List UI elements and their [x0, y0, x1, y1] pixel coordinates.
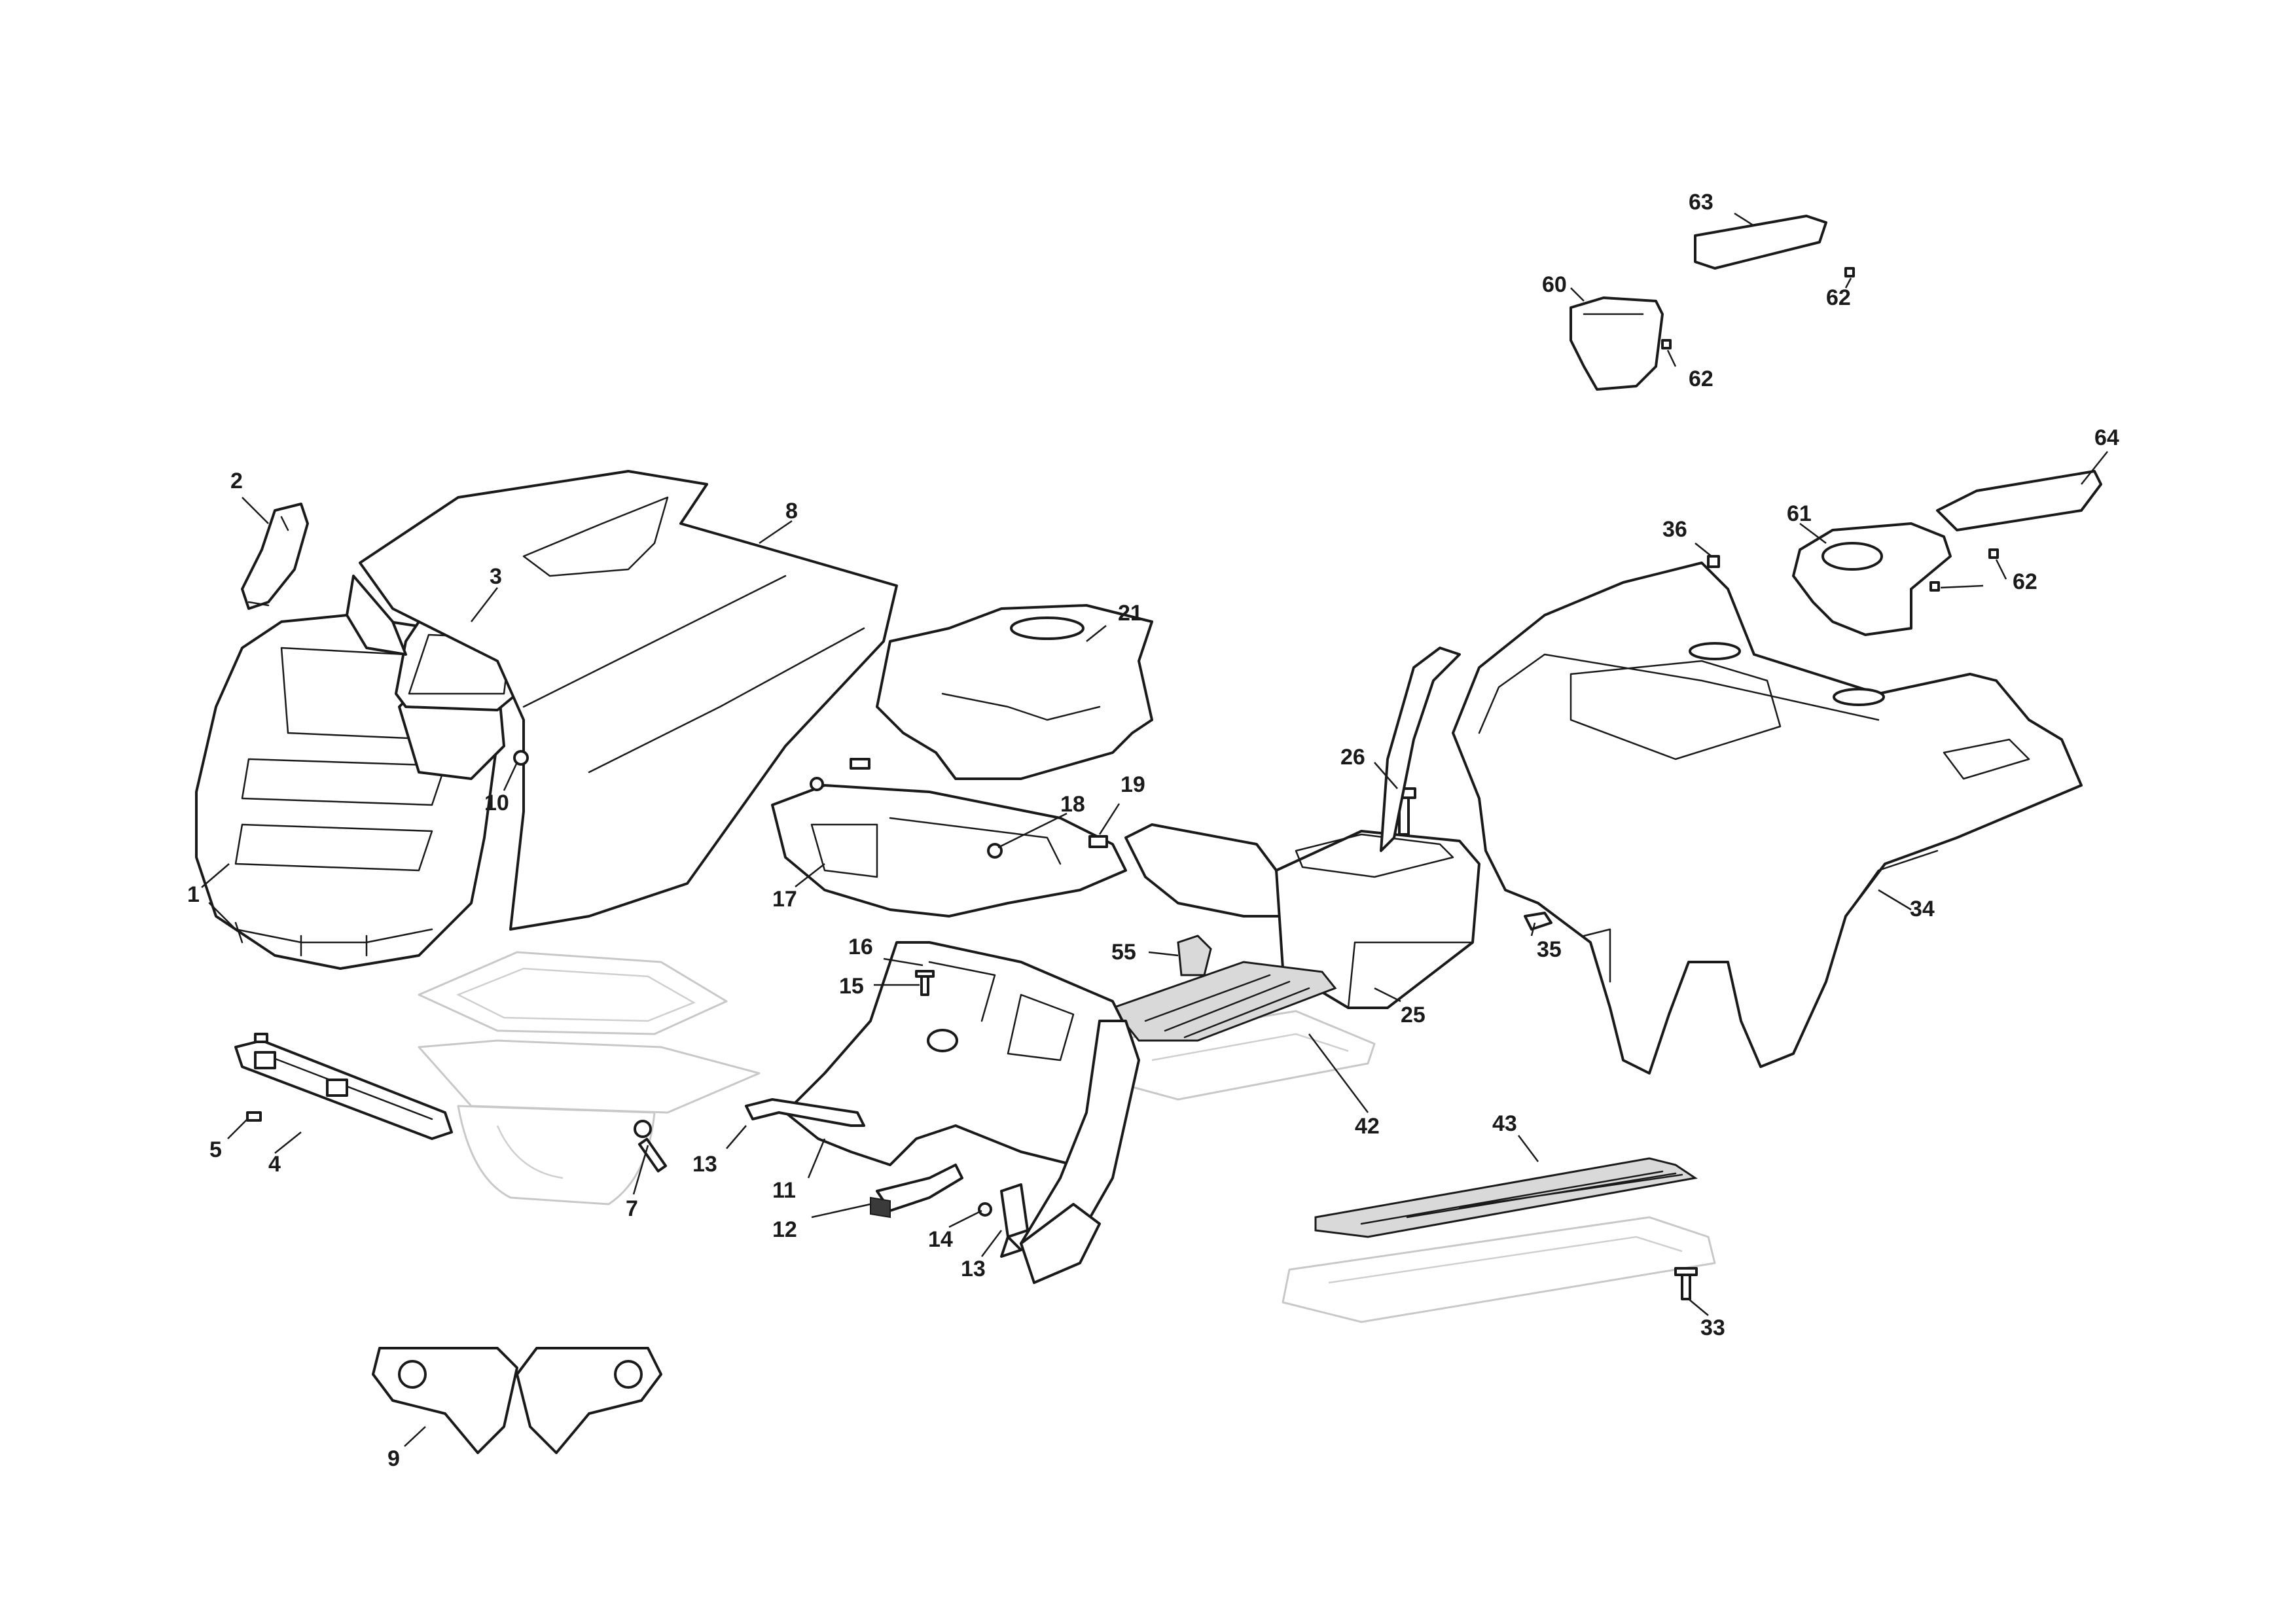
- part-36-screw[interactable]: [1707, 555, 1720, 568]
- callout-19: 19: [1121, 772, 1145, 797]
- part-14-nut[interactable]: [978, 1202, 992, 1217]
- callout-labels: 1 2 3 4 5 7 8 9 10 11 12 13 13 14 15 16 …: [187, 190, 2119, 1471]
- callout-5: 5: [209, 1137, 222, 1162]
- part-21-dash-panel[interactable]: [876, 604, 1153, 780]
- callout-11: 11: [772, 1178, 796, 1203]
- callout-12: 12: [772, 1217, 797, 1242]
- part-4-bumper-bar[interactable]: [234, 1039, 453, 1140]
- ghost-floor-plate: [1282, 1216, 1716, 1323]
- part-60-storage-pocket[interactable]: [1570, 296, 1664, 391]
- part-17-dash-frame[interactable]: [771, 758, 1127, 918]
- callout-43: 43: [1492, 1111, 1517, 1136]
- callout-18: 18: [1060, 792, 1085, 817]
- callout-62c: 62: [2013, 569, 2037, 594]
- part-13-strap[interactable]: [745, 1098, 865, 1127]
- callout-15: 15: [839, 974, 864, 999]
- callout-9: 9: [387, 1446, 400, 1471]
- leader-lines: [201, 212, 2108, 1447]
- callout-2: 2: [230, 469, 243, 493]
- part-7-bolt[interactable]: [634, 1120, 668, 1173]
- part-2-headlight-bracket[interactable]: [241, 503, 309, 610]
- part-10-fastener[interactable]: [513, 750, 529, 766]
- callout-33: 33: [1700, 1315, 1725, 1340]
- callout-3: 3: [490, 564, 502, 589]
- part-15-screw[interactable]: [915, 970, 935, 996]
- part-5-screw[interactable]: [246, 1033, 268, 1122]
- callout-63: 63: [1689, 190, 1713, 215]
- callout-60: 60: [1542, 272, 1567, 297]
- callout-55: 55: [1111, 940, 1136, 965]
- callout-14: 14: [928, 1227, 953, 1252]
- part-64-cup-holder-lid[interactable]: [1936, 470, 2102, 531]
- callout-8: 8: [785, 499, 798, 524]
- part-19-clip[interactable]: [1088, 835, 1108, 848]
- part-16-side-panel[interactable]: [784, 941, 1140, 1284]
- part-9-decal-left[interactable]: [372, 1347, 518, 1454]
- part-62-screw[interactable]: [1661, 267, 1999, 592]
- ghost-chassis-front: [418, 951, 761, 1205]
- callout-17: 17: [772, 887, 797, 912]
- callout-26: 26: [1340, 745, 1365, 770]
- part-12-bracket[interactable]: [870, 1164, 963, 1219]
- callout-13a: 13: [692, 1152, 717, 1177]
- callout-62a: 62: [1826, 285, 1851, 310]
- callout-34: 34: [1910, 897, 1935, 921]
- part-63-storage-lid[interactable]: [1694, 215, 1827, 270]
- callout-4: 4: [268, 1152, 281, 1177]
- callout-25: 25: [1401, 1003, 1426, 1027]
- callout-36: 36: [1662, 517, 1687, 542]
- part-33-screw[interactable]: [1674, 1267, 1698, 1300]
- part-8-hood[interactable]: [346, 470, 898, 931]
- callout-35: 35: [1537, 937, 1562, 962]
- callout-1: 1: [187, 882, 200, 907]
- callout-13b: 13: [961, 1257, 986, 1281]
- callout-61: 61: [1787, 501, 1812, 526]
- callout-42: 42: [1355, 1114, 1380, 1139]
- part-13-bracket[interactable]: [1000, 1183, 1029, 1258]
- part-34-rear-fender[interactable]: [1380, 562, 2083, 1075]
- part-55-plug[interactable]: [1177, 935, 1212, 976]
- callout-21: 21: [1118, 601, 1143, 626]
- part-35-clip[interactable]: [1524, 912, 1552, 931]
- callout-10: 10: [484, 791, 509, 815]
- callout-7: 7: [626, 1196, 638, 1221]
- part-9-decal-right[interactable]: [516, 1347, 662, 1454]
- part-61-cup-holder[interactable]: [1792, 522, 1952, 636]
- callout-62b: 62: [1689, 366, 1713, 391]
- callout-64: 64: [2094, 425, 2119, 450]
- part-42-footrest-mat[interactable]: [1111, 961, 1337, 1042]
- part-43-footrest-mat[interactable]: [1314, 1157, 1698, 1238]
- callout-16: 16: [848, 935, 873, 959]
